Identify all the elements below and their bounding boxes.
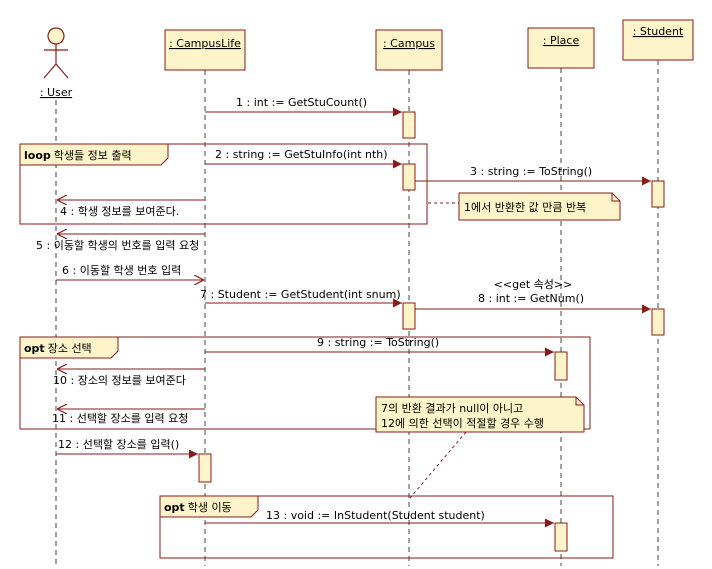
message-11-label: 11 : 선택할 장소를 입력 요청: [52, 412, 188, 425]
lifeline-head-place[interactable]: : Place: [527, 27, 595, 69]
activation-student-2: [651, 308, 665, 336]
message-9-label: 9 : string := ToString(): [317, 336, 439, 349]
lifeline-student-label: : Student: [633, 25, 684, 38]
note-repeat[interactable]: 1에서 반환한 값 만큼 반복: [428, 192, 621, 221]
lifeline-campus-label: : Campus: [383, 37, 435, 50]
actor-user-label: : User: [40, 86, 73, 99]
message-3-label: 3 : string := ToString(): [470, 165, 592, 178]
message-3[interactable]: 3 : string := ToString(): [415, 165, 651, 186]
note-repeat-text: 1에서 반환한 값 만큼 반복: [464, 201, 586, 214]
message-2-label: 2 : string := GetStuInfo(int nth): [215, 148, 388, 161]
note-condition[interactable]: 7의 반환 결과가 null이 아니고 12에 의한 선택이 적절할 경우 수행: [375, 396, 585, 499]
message-2[interactable]: 2 : string := GetStuInfo(int nth): [205, 148, 402, 169]
lifeline-campuslife-label: : CampusLife: [169, 37, 241, 50]
lifeline-head-student[interactable]: : Student: [622, 19, 694, 61]
message-8[interactable]: 8 : int := GetNum(): [415, 292, 651, 314]
message-4-label: 4 : 학생 정보를 보여준다.: [60, 205, 179, 218]
activation-place-1: [554, 351, 568, 381]
note-condition-line-2: 12에 의한 선택이 적절할 경우 수행: [381, 417, 544, 430]
message-13[interactable]: 13 : void := InStudent(Student student): [205, 509, 554, 528]
message-5[interactable]: 5 : 이동할 학생의 번호를 입력 요청: [36, 234, 205, 252]
activation-campus-1: [402, 111, 416, 139]
message-6-label: 6 : 이동할 학생 번호 입력: [62, 264, 181, 277]
lifeline-head-campus[interactable]: : Campus: [375, 29, 443, 71]
message-9[interactable]: 9 : string := ToString(): [205, 336, 554, 357]
message-12-label: 12 : 선택할 장소를 입력(): [58, 438, 179, 451]
stereotype-get: <<get 속성>>: [494, 278, 573, 291]
activation-campus-2: [402, 163, 416, 191]
message-10-label: 10 : 장소의 정보를 보여준다: [53, 374, 186, 387]
activation-campus-3: [402, 302, 416, 330]
message-5-label: 5 : 이동할 학생의 번호를 입력 요청: [36, 239, 199, 252]
message-13-label: 13 : void := InStudent(Student student): [266, 509, 485, 522]
lifeline-head-campuslife[interactable]: : CampusLife: [164, 29, 246, 71]
message-1-label: 1 : int := GetStuCount(): [236, 96, 367, 109]
message-10[interactable]: 10 : 장소의 정보를 보여준다: [53, 369, 205, 387]
note-condition-line-1: 7의 반환 결과가 null이 아니고: [381, 402, 523, 415]
message-6[interactable]: 6 : 이동할 학생 번호 입력: [56, 264, 204, 280]
message-11[interactable]: 11 : 선택할 장소를 입력 요청: [52, 409, 205, 425]
message-1[interactable]: 1 : int := GetStuCount(): [205, 96, 402, 117]
message-4[interactable]: 4 : 학생 정보를 보여준다.: [57, 200, 205, 218]
actor-user[interactable]: : User: [40, 27, 73, 99]
message-7[interactable]: 7 : Student := GetStudent(int snum): [200, 288, 402, 308]
activation-campuslife-1: [198, 453, 212, 483]
lifeline-place-label: : Place: [543, 34, 580, 47]
message-8-label: 8 : int := GetNum(): [478, 292, 584, 305]
stick-figure-icon: [43, 27, 69, 79]
activation-place-2: [554, 522, 568, 552]
message-7-label: 7 : Student := GetStudent(int snum): [200, 288, 401, 301]
message-12[interactable]: 12 : 선택할 장소를 입력(): [56, 438, 198, 459]
activation-student-1: [651, 180, 665, 208]
